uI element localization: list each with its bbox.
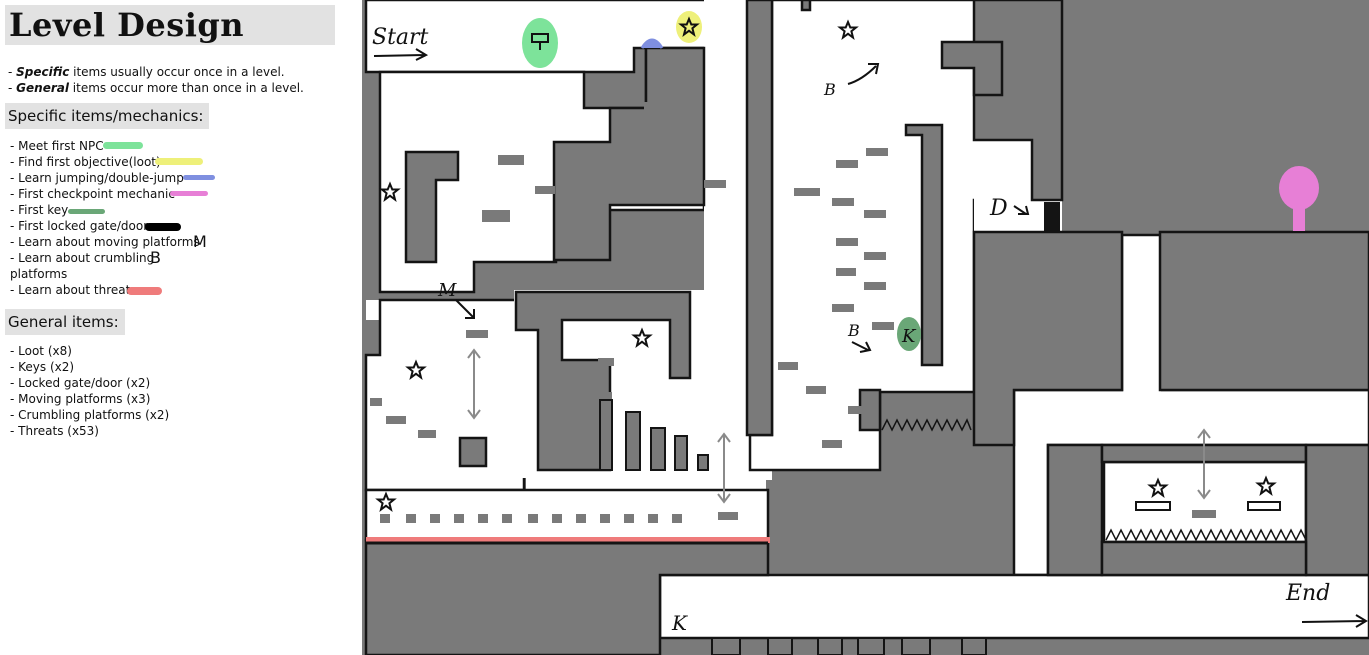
specific-item-checkpoint: - First checkpoint mechanic bbox=[10, 186, 175, 202]
key-swatch bbox=[68, 209, 105, 214]
note-specific: - Specific items usually occur once in a… bbox=[8, 64, 285, 80]
level-map: Start End M B B D K K bbox=[362, 0, 1369, 655]
gate-swatch bbox=[145, 223, 181, 231]
moving-platform-icon: M bbox=[193, 232, 207, 251]
general-item-crumbling: - Crumbling platforms (x2) bbox=[10, 407, 169, 423]
general-item-keys: - Keys (x2) bbox=[10, 359, 74, 375]
start-label: Start bbox=[372, 25, 429, 50]
note-specific-bold: Specific bbox=[16, 65, 69, 79]
note-general: - General items occur more than once in … bbox=[8, 80, 304, 96]
locked-gate bbox=[1044, 202, 1060, 232]
moving-platform-marker: M bbox=[437, 280, 457, 301]
title-banner: Level Design bbox=[5, 5, 335, 45]
specific-item-moving: - Learn about moving platforms bbox=[10, 234, 200, 250]
key-letter: K bbox=[901, 326, 917, 347]
loot-swatch bbox=[155, 158, 203, 165]
checkpoint-swatch bbox=[170, 191, 208, 196]
objective-marker bbox=[676, 11, 702, 43]
checkpoint-marker bbox=[1279, 166, 1319, 210]
door-marker: D bbox=[989, 196, 1008, 221]
specific-item-npc: - Meet first NPC bbox=[10, 138, 104, 154]
legend-panel: Level Design - Specific items usually oc… bbox=[0, 0, 362, 655]
specific-item-crumbling-cont: platforms bbox=[10, 266, 67, 282]
general-header: General items: bbox=[5, 309, 125, 335]
end-label: End bbox=[1285, 581, 1330, 606]
specific-item-threats: - Learn about threats bbox=[10, 282, 137, 298]
checkpoint-pole bbox=[1293, 205, 1305, 231]
general-item-moving: - Moving platforms (x3) bbox=[10, 391, 150, 407]
crumbling-platform-icon: B bbox=[150, 248, 161, 267]
crumbling-marker-top: B bbox=[823, 80, 836, 99]
general-item-loot: - Loot (x8) bbox=[10, 343, 72, 359]
threat-swatch bbox=[127, 287, 162, 295]
specific-item-loot: - Find first objective(loot) bbox=[10, 154, 161, 170]
key-marker-bottom: K bbox=[671, 611, 688, 635]
specific-item-key: - First key bbox=[10, 202, 68, 218]
npc-swatch bbox=[103, 142, 143, 149]
specific-header: Specific items/mechanics: bbox=[5, 103, 209, 129]
specific-item-crumbling: - Learn about crumbling bbox=[10, 250, 154, 266]
page-title: Level Design bbox=[9, 9, 244, 41]
note-specific-text: items usually occur once in a level. bbox=[69, 65, 284, 79]
crumbling-marker-mid: B bbox=[847, 321, 860, 340]
general-item-gates: - Locked gate/door (x2) bbox=[10, 375, 150, 391]
jump-swatch bbox=[183, 175, 215, 180]
note-general-text: items occur more than once in a level. bbox=[69, 81, 304, 95]
note-general-bold: General bbox=[16, 81, 69, 95]
specific-item-jump: - Learn jumping/double-jump bbox=[10, 170, 184, 186]
general-item-threats: - Threats (x53) bbox=[10, 423, 99, 439]
specific-item-gate: - First locked gate/door bbox=[10, 218, 148, 234]
